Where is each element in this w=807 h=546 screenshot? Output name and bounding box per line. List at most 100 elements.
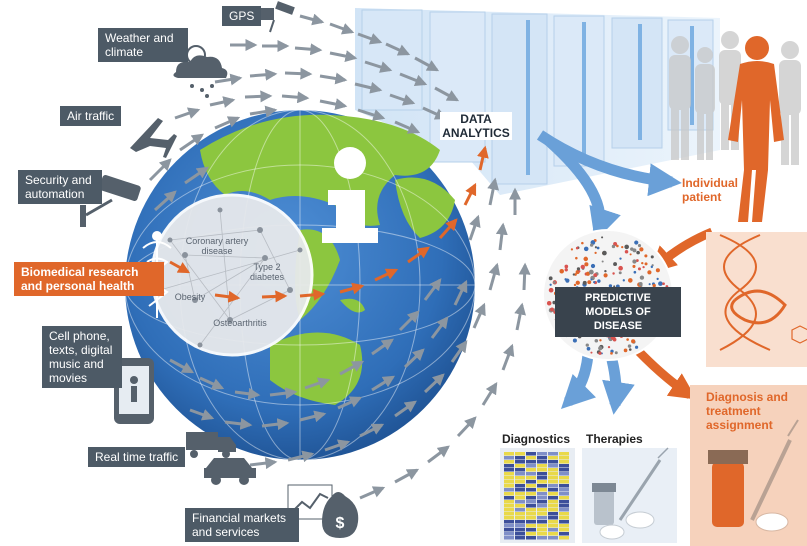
heatmap-cell xyxy=(537,484,547,488)
heatmap-cell xyxy=(526,456,536,460)
heatmap-cell xyxy=(526,516,536,520)
heatmap-cell xyxy=(515,456,525,460)
heatmap-cell xyxy=(548,464,558,468)
heatmap-cell xyxy=(515,460,525,464)
heatmap-cell xyxy=(504,520,514,524)
heatmap-cell xyxy=(504,536,514,540)
heatmap-cell xyxy=(526,524,536,528)
heatmap-cell xyxy=(548,456,558,460)
network-node xyxy=(596,246,600,250)
heatmap-cell xyxy=(504,516,514,520)
heatmap-cell xyxy=(537,460,547,464)
network-node xyxy=(565,278,570,283)
network-node xyxy=(632,248,637,253)
label-coronary: Coronary artery disease xyxy=(185,236,249,256)
heatmap-cell xyxy=(504,468,514,472)
heatmap-cell xyxy=(504,472,514,476)
heatmap-cell xyxy=(548,472,558,476)
heatmap-cell xyxy=(548,460,558,464)
heatmap-cell xyxy=(559,500,569,504)
label-cell-phone: Cell phone, texts, digital music and mov… xyxy=(42,326,122,388)
network-node xyxy=(575,256,578,260)
heatmap-cell xyxy=(548,496,558,500)
heatmap-cell xyxy=(559,512,569,516)
heatmap-cell xyxy=(526,512,536,516)
label-predictive-models: PREDICTIVE MODELS OF DISEASE xyxy=(555,287,681,337)
network-node xyxy=(594,338,599,343)
heatmap-cell xyxy=(515,484,525,488)
security-camera-icon xyxy=(80,174,141,227)
vial-icon xyxy=(708,450,748,527)
pills-icon xyxy=(599,511,655,540)
treatment-panel xyxy=(690,385,807,546)
heatmap-cell xyxy=(559,476,569,480)
network-node xyxy=(602,250,607,256)
heatmap-cell xyxy=(504,452,514,456)
heatmap-cell xyxy=(515,508,525,512)
network-node xyxy=(587,280,592,285)
heatmap-cell xyxy=(548,452,558,456)
network-node xyxy=(599,339,602,342)
heatmap-cell xyxy=(504,528,514,532)
heatmap-cell xyxy=(559,472,569,476)
heatmap-cell xyxy=(504,484,514,488)
disease-network xyxy=(150,193,314,357)
label-weather-climate: Weather and climate xyxy=(98,28,188,62)
network-node xyxy=(598,346,603,351)
heatmap-cell xyxy=(537,480,547,484)
heatmap-cell xyxy=(504,464,514,468)
network-node xyxy=(647,270,652,275)
heatmap-cell xyxy=(526,488,536,492)
heatmap-cell xyxy=(559,536,569,540)
network-node xyxy=(650,265,654,269)
network-node xyxy=(597,279,601,283)
network-node xyxy=(639,247,644,252)
heatmap-cell xyxy=(537,488,547,492)
heatmap-cell xyxy=(559,520,569,524)
network-node xyxy=(626,338,629,341)
network-node xyxy=(585,271,591,276)
dna-icon xyxy=(719,234,807,351)
heatmap-cell xyxy=(515,488,525,492)
heatmap-cell xyxy=(548,524,558,528)
heatmap-cell xyxy=(526,536,536,540)
heatmap-cell xyxy=(526,500,536,504)
network-node xyxy=(614,351,618,355)
heatmap-cell xyxy=(526,464,536,468)
network-node xyxy=(618,265,623,271)
heatmap-cell xyxy=(504,500,514,504)
heatmap-cell xyxy=(526,480,536,484)
network-node xyxy=(632,259,637,264)
heatmap-cell xyxy=(504,460,514,464)
network-node xyxy=(580,264,585,270)
heatmap-cell xyxy=(537,516,547,520)
label-financial: Financial markets and services xyxy=(185,508,299,542)
label-data-analytics: DATA ANALYTICS xyxy=(440,112,512,140)
heatmap-cell xyxy=(548,536,558,540)
network-node xyxy=(628,348,632,351)
heatmap-cell xyxy=(526,492,536,496)
network-node xyxy=(642,265,645,269)
heatmap-cell xyxy=(526,508,536,512)
network-node xyxy=(644,254,648,258)
heatmap-cell xyxy=(537,504,547,508)
heatmap-cell xyxy=(559,492,569,496)
heatmap-cell xyxy=(537,532,547,536)
heatmap-cell xyxy=(559,516,569,520)
heatmap-cell xyxy=(548,504,558,508)
network-node xyxy=(636,250,640,255)
label-therapies: Therapies xyxy=(586,432,643,446)
heatmap-cell xyxy=(515,476,525,480)
network-node xyxy=(594,251,597,254)
network-node xyxy=(603,273,608,278)
network-node xyxy=(583,256,589,262)
heatmap-cell xyxy=(537,520,547,524)
network-node xyxy=(637,267,641,271)
network-node xyxy=(604,269,607,273)
gps-satellite-icon xyxy=(258,1,295,33)
network-node xyxy=(650,255,654,259)
network-node xyxy=(638,282,643,287)
heatmap-cell xyxy=(548,528,558,532)
heatmap-cell xyxy=(548,480,558,484)
heatmap-cell xyxy=(526,472,536,476)
